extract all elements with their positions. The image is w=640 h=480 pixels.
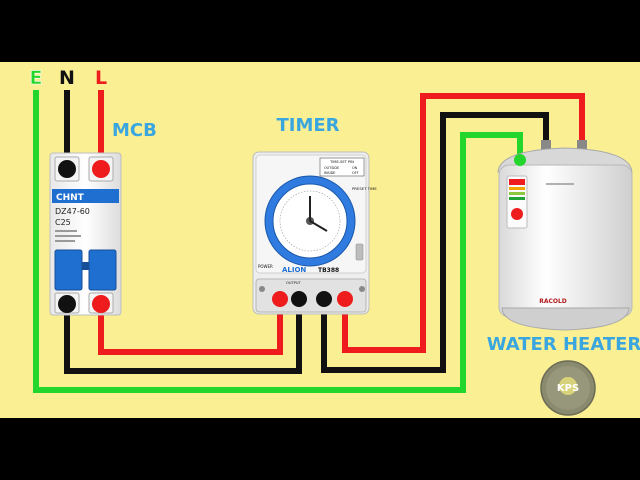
timer-model: TB388 <box>318 267 339 274</box>
kps-logo-text: KPS <box>557 383 579 394</box>
mcb-bottom-terminal-neutral <box>58 295 76 313</box>
live-timer-to-heater-wire <box>342 93 585 353</box>
timer-preset-label: PRESET TIME <box>352 186 377 191</box>
timer-inside-label: INSIDE <box>324 171 335 175</box>
timer-power-label: POWER <box>258 264 273 269</box>
mcb-bottom-terminal-live <box>92 295 110 313</box>
mcb-model: DZ47-60 <box>55 207 90 216</box>
mcb-top-terminal-live <box>92 160 110 178</box>
timer-terminal-power-live <box>272 291 288 307</box>
water-heater-label: WATER HEATER <box>487 334 640 355</box>
timer-switch: TIME-SET PIN OUTSIDE INSIDE ON OFF PRESE… <box>252 151 377 315</box>
live-mcb-to-timer-wire <box>98 300 283 355</box>
mcb-breaker: CHNT DZ47-60 C25 <box>49 152 122 316</box>
timer-terminal-output-live <box>337 291 353 307</box>
water-heater: RACOLD <box>497 140 633 331</box>
timer-off-label: OFF <box>352 171 359 175</box>
timer-terminal-output-neutral <box>316 291 332 307</box>
timer-brand: ALION <box>282 266 306 274</box>
mcb-label: MCB <box>112 120 157 141</box>
heater-earth-terminal <box>514 154 526 166</box>
earth-label: E <box>30 67 43 89</box>
mcb-rating: C25 <box>55 218 71 227</box>
timer-terminal-power-neutral <box>291 291 307 307</box>
neutral-label: N <box>59 67 75 89</box>
neutral-timer-to-heater-wire <box>321 112 549 373</box>
mcb-toggle-left <box>54 249 83 291</box>
bottom-letterbox <box>0 418 640 480</box>
timer-output-label: OUTPUT <box>286 281 301 285</box>
mcb-toggle-right <box>88 249 117 291</box>
top-letterbox <box>0 0 640 62</box>
earth-wire <box>33 90 523 393</box>
timer-legend-title: TIME-SET PIN <box>329 160 354 164</box>
timer-outside-label: OUTSIDE <box>324 166 339 170</box>
timer-on-label: ON <box>352 166 358 170</box>
mcb-top-terminal-neutral <box>58 160 76 178</box>
heater-brand: RACOLD <box>539 298 567 305</box>
live-label: L <box>95 67 107 89</box>
kps-logo: KPS <box>540 360 596 416</box>
neutral-mcb-to-timer-wire <box>64 300 302 374</box>
timer-label: TIMER <box>276 115 339 136</box>
mcb-brand: CHNT <box>56 193 85 203</box>
